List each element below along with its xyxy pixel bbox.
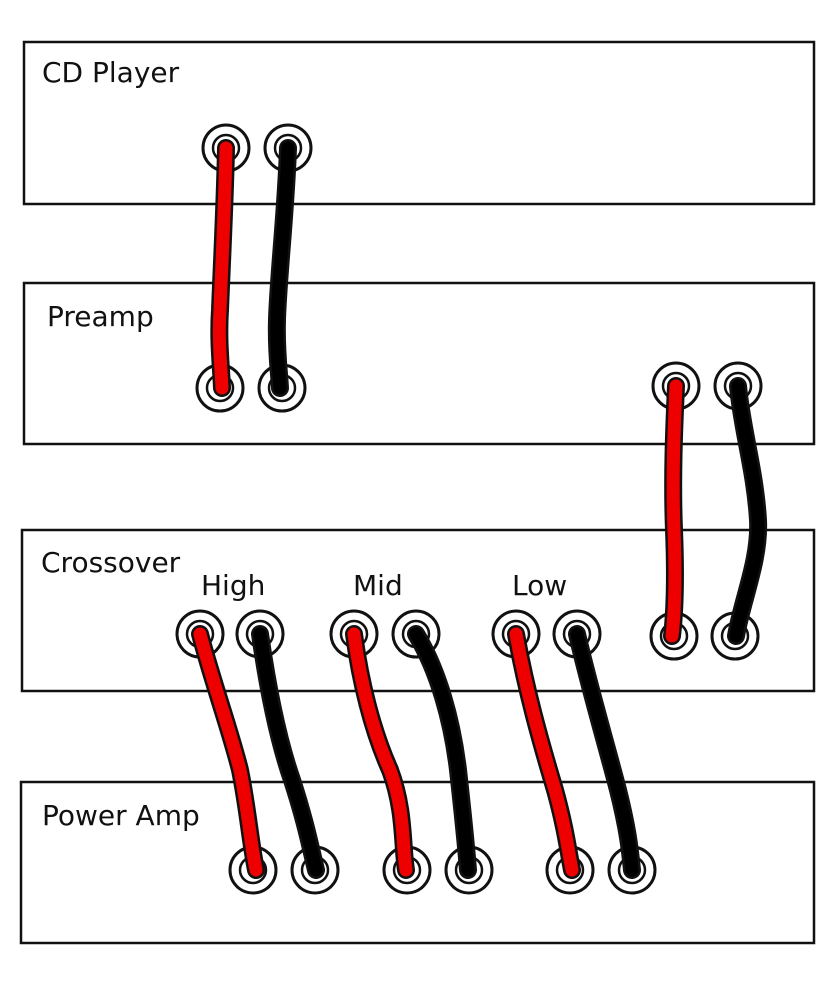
cable-preamp-crossover-black	[727, 377, 768, 645]
cable-mid-amp-red	[345, 625, 415, 879]
cables	[191, 139, 768, 879]
cable-cd-preamp-black	[267, 139, 297, 397]
cd-player-box	[22, 40, 816, 206]
band-label-mid: Mid	[353, 569, 403, 602]
cable-mid-amp-black	[407, 625, 477, 879]
band-label-high: High	[201, 569, 265, 602]
cable-low-amp-black	[568, 625, 641, 879]
cable-cd-preamp-red	[210, 139, 235, 397]
crossover-label: Crossover	[41, 546, 181, 579]
cable-preamp-crossover-red	[663, 377, 685, 645]
cd-player-label: CD Player	[42, 56, 180, 89]
cable-high-amp-black	[251, 625, 325, 879]
band-label-low: Low	[512, 569, 567, 602]
cable-low-amp-red	[507, 625, 581, 879]
power-amp-label: Power Amp	[42, 799, 200, 832]
preamp-label: Preamp	[47, 300, 154, 333]
cable-high-amp-red	[191, 625, 265, 879]
